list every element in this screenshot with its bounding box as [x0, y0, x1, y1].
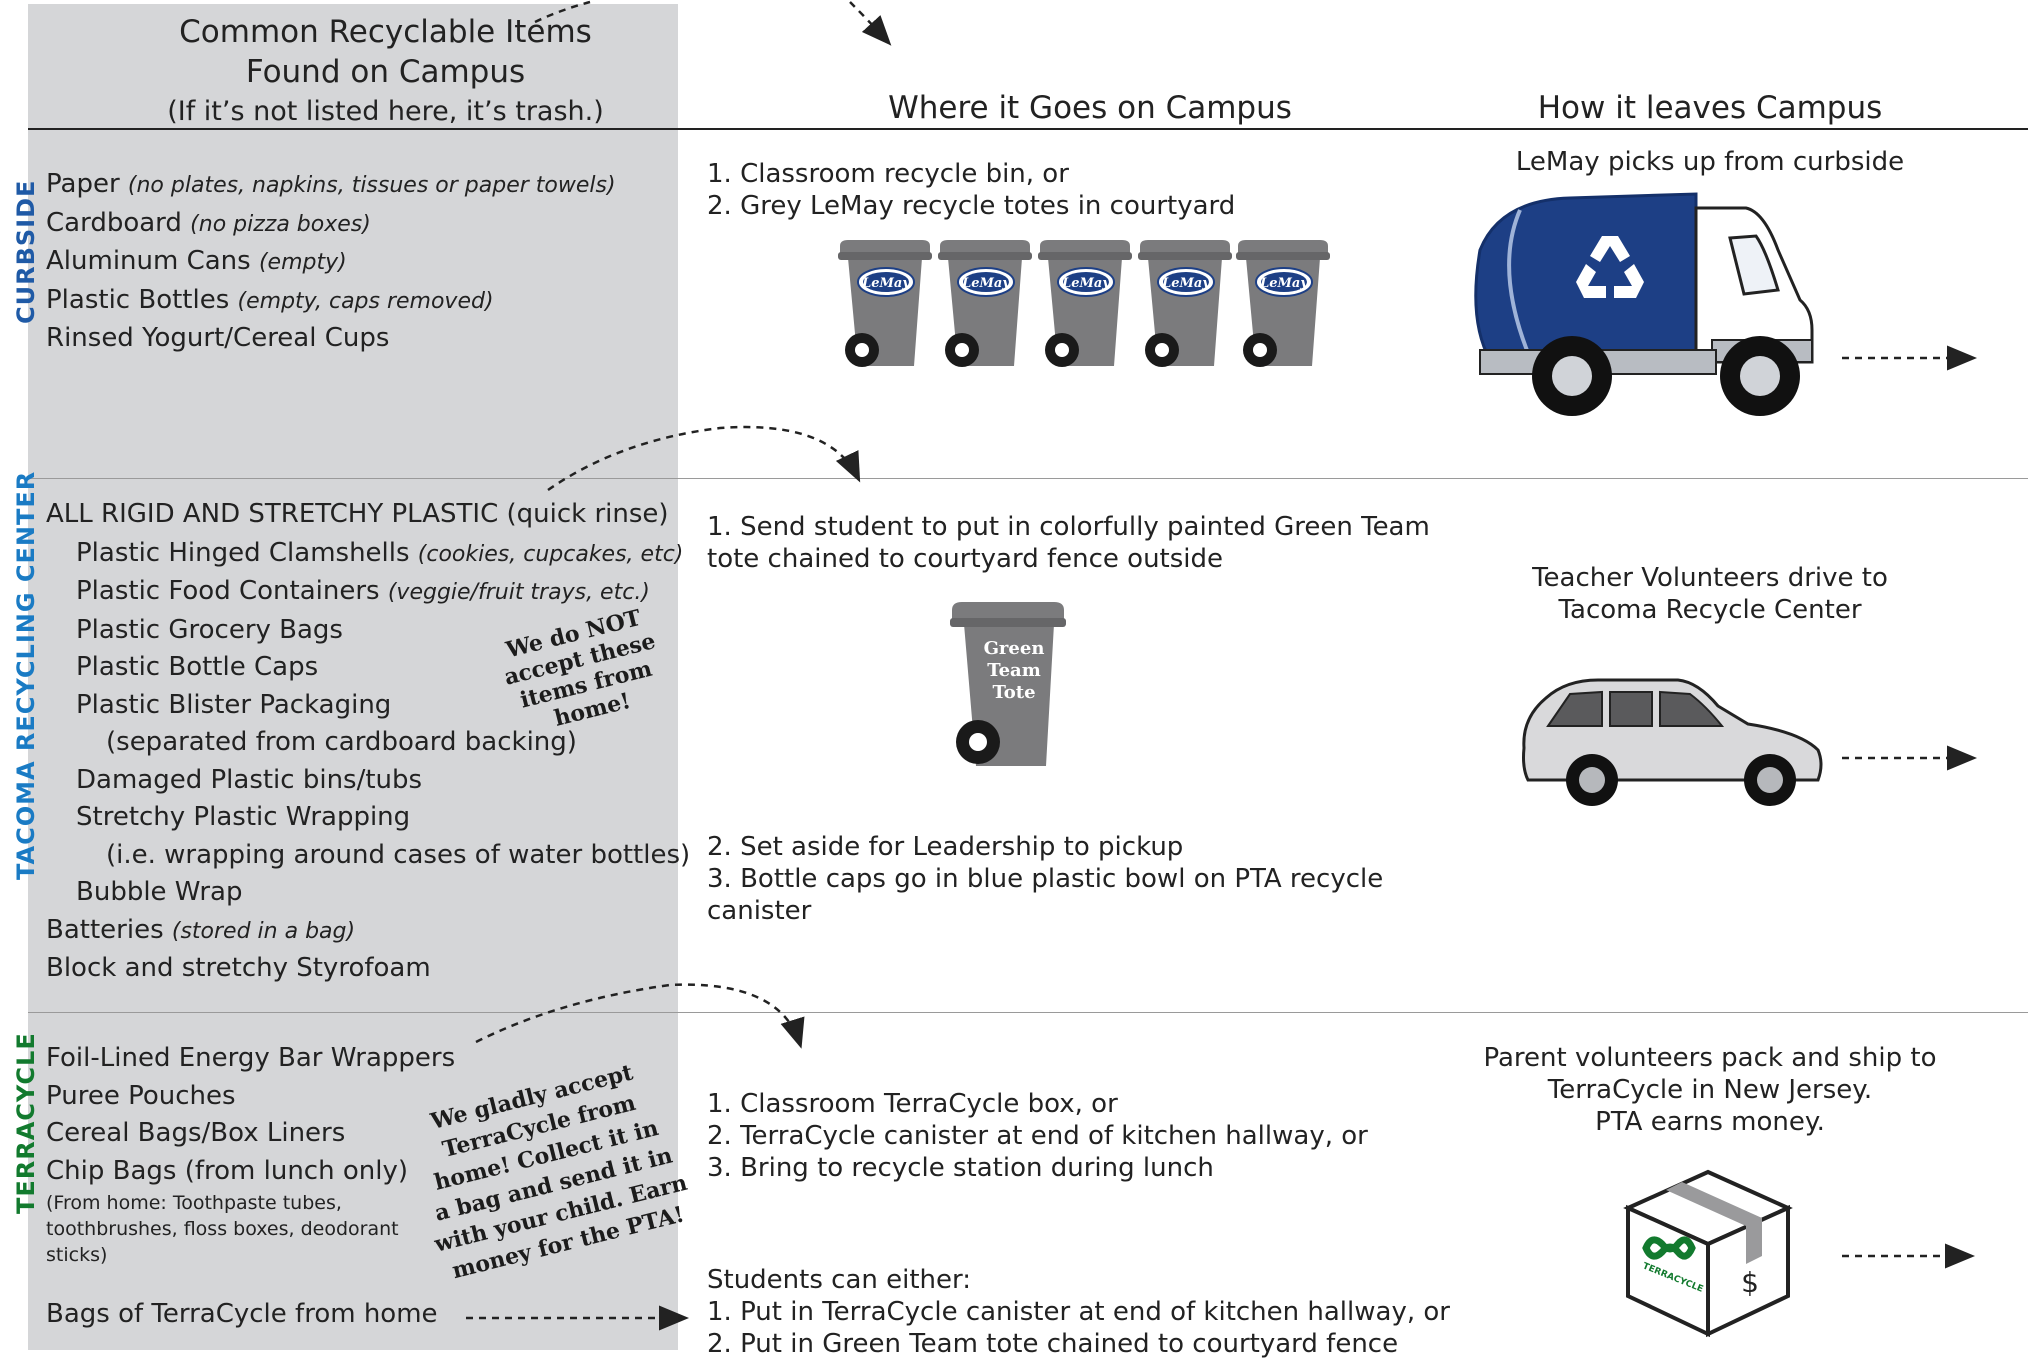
- where-column-header: Where it Goes on Campus: [888, 90, 1292, 126]
- recycling-truck-icon: [1474, 192, 1814, 416]
- green-team-tote-icon: Green Team Tote: [950, 602, 1066, 766]
- curbside-where-text: 1. Classroom recycle bin, or 2. Grey LeM…: [707, 158, 1235, 222]
- items-column-header: Common Recyclable Items Found on Campus …: [28, 12, 743, 132]
- tacoma-where-text-2: 2. Set aside for Leadership to pickup 3.…: [707, 831, 1383, 927]
- list-item: (separated from cardboard backing): [106, 727, 577, 757]
- how-column-header: How it leaves Campus: [1537, 90, 1883, 126]
- curbside-how-text: LeMay picks up from curbside: [1515, 147, 1905, 177]
- list-item: Damaged Plastic bins/tubs: [76, 764, 423, 795]
- where-line: 1. Classroom TerraCycle box, or: [707, 1089, 1118, 1119]
- shipping-box-icon: TERRACYCLE $: [1623, 1169, 1793, 1338]
- section-divider-2: [28, 1012, 2028, 1013]
- curbside-item-list: Paper (no plates, napkins, tissues or pa…: [46, 166, 616, 359]
- list-item: Plastic Blister Packaging: [76, 689, 392, 720]
- note-line: sticks): [46, 1244, 108, 1266]
- list-item: Plastic Food Containers (veggie/fruit tr…: [76, 576, 650, 606]
- where-line: 1. Put in TerraCycle canister at end of …: [707, 1297, 1450, 1327]
- terracycle-item-list: Foil-Lined Energy Bar Wrappers Puree Pou…: [46, 1040, 455, 1268]
- list-item: Plastic Hinged Clamshells (cookies, cupc…: [76, 537, 684, 568]
- list-item: Cereal Bags/Box Liners: [46, 1118, 346, 1148]
- recycle-symbol-icon: [1576, 236, 1644, 298]
- list-item: Aluminum Cans (empty): [46, 246, 347, 276]
- where-line: 2. Put in Green Team tote chained to cou…: [707, 1329, 1399, 1359]
- where-line: 2. TerraCycle canister at end of kitchen…: [707, 1121, 1368, 1151]
- how-line: PTA earns money.: [1595, 1107, 1825, 1137]
- list-item: Rinsed Yogurt/Cereal Cups: [46, 323, 390, 353]
- list-item: Block and stretchy Styrofoam: [46, 953, 431, 983]
- where-line: 1. Classroom recycle bin, or: [707, 159, 1069, 189]
- tote-label-line: Tote: [992, 682, 1035, 703]
- list-item: Plastic Bottle Caps: [76, 652, 319, 682]
- arrow-curbside-in: [534, 0, 591, 24]
- where-line: 2. Grey LeMay recycle totes in courtyard: [707, 191, 1236, 221]
- arrow-terracycle: [475, 983, 805, 1049]
- list-item: Foil-Lined Energy Bar Wrappers: [46, 1043, 456, 1073]
- home-items-note: (From home: Toothpaste tubes, toothbrush…: [46, 1190, 455, 1268]
- terracycle-where-text-2: Students can either: 1. Put in TerraCycl…: [707, 1264, 1450, 1360]
- how-line: Teacher Volunteers drive to: [1532, 563, 1888, 593]
- list-item: Stretchy Plastic Wrapping: [76, 802, 411, 832]
- arrow-curbside-out: [849, 1, 892, 46]
- note-line: (From home: Toothpaste tubes,: [46, 1192, 342, 1214]
- where-line: Students can either:: [707, 1265, 972, 1295]
- list-item: (i.e. wrapping around cases of water bot…: [106, 839, 691, 870]
- terracycle-where-text-1: 1. Classroom TerraCycle box, or 2. Terra…: [707, 1088, 1368, 1184]
- where-line: 3. Bottle caps go in blue plastic bowl o…: [707, 864, 1384, 894]
- where-line: 3. Bring to recycle station during lunch: [707, 1153, 1214, 1183]
- list-item: ALL RIGID AND STRETCHY PLASTIC (quick ri…: [46, 499, 669, 529]
- where-line: tote chained to courtyard fence outside: [707, 544, 1224, 574]
- header-divider: [28, 128, 2028, 130]
- how-line: Parent volunteers pack and ship to: [1483, 1043, 1937, 1073]
- list-item: Plastic Bottles (empty, caps removed): [46, 284, 494, 315]
- home-bags-item: Bags of TerraCycle from home: [46, 1299, 438, 1329]
- items-title-line-1: Common Recyclable Items: [179, 14, 592, 50]
- list-item: Batteries (stored in a bag): [46, 914, 356, 945]
- where-line: canister: [707, 896, 812, 926]
- list-item: Plastic Grocery Bags: [76, 614, 343, 645]
- arrow-tacoma: [547, 425, 861, 492]
- items-column-background: [28, 4, 678, 1350]
- where-line: 1. Send student to put in colorfully pai…: [707, 512, 1430, 542]
- list-item: Chip Bags (from lunch only): [46, 1155, 408, 1186]
- dollar-sign: $: [1741, 1266, 1759, 1299]
- note-line: toothbrushes, floss boxes, deodorant: [46, 1218, 399, 1240]
- tacoma-how-text: Teacher Volunteers drive to Tacoma Recyc…: [1460, 562, 1960, 626]
- tote-label-line: Team: [987, 660, 1041, 681]
- car-icon: [1522, 678, 1823, 806]
- list-item: Cardboard (no pizza boxes): [46, 207, 371, 238]
- how-line: TerraCycle in New Jersey.: [1547, 1075, 1873, 1105]
- items-title-line-2: Found on Campus: [245, 54, 526, 90]
- where-line: 2. Set aside for Leadership to pickup: [707, 832, 1184, 862]
- tote-label-line: Green: [984, 638, 1045, 659]
- list-item: Bubble Wrap: [76, 877, 243, 907]
- items-note: (If it’s not listed here, it’s trash.): [167, 96, 604, 127]
- tacoma-item-list: ALL RIGID AND STRETCHY PLASTIC (quick ri…: [46, 496, 690, 988]
- section-divider-1: [28, 478, 2028, 479]
- terracycle-how-text: Parent volunteers pack and ship to Terra…: [1460, 1042, 1960, 1138]
- list-item: Paper (no plates, napkins, tissues or pa…: [46, 169, 616, 199]
- tacoma-where-text-1: 1. Send student to put in colorfully pai…: [707, 511, 1430, 575]
- list-item: Puree Pouches: [46, 1080, 236, 1111]
- how-line: Tacoma Recycle Center: [1558, 595, 1862, 625]
